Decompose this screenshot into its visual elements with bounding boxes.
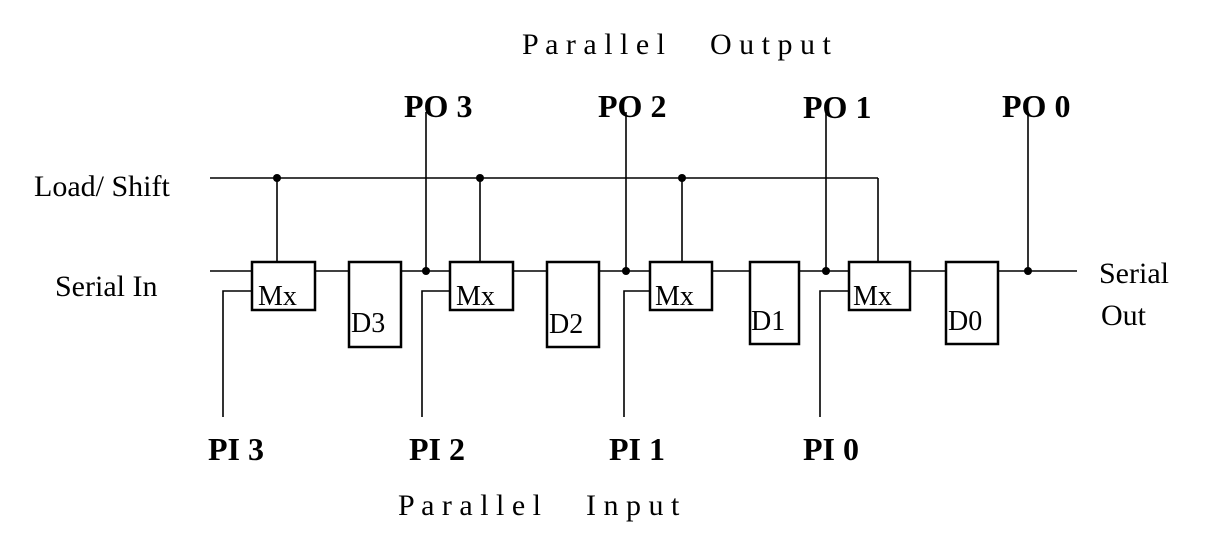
po0-junction bbox=[1024, 267, 1032, 275]
po3-label: PO 3 bbox=[404, 88, 472, 124]
mux-label: Mx bbox=[258, 281, 297, 312]
flipflop-label: D1 bbox=[751, 306, 785, 337]
pi0-label: PI 0 bbox=[803, 431, 859, 467]
serial-in-label: Serial In bbox=[55, 270, 157, 303]
load-shift-label: Load/ Shift bbox=[34, 170, 170, 203]
pi1-label: PI 1 bbox=[609, 431, 665, 467]
load-shift-junction bbox=[678, 174, 686, 182]
flipflop-d1: D1 bbox=[748, 260, 801, 346]
flipflop-label: D3 bbox=[351, 308, 385, 339]
po3-junction bbox=[422, 267, 430, 275]
pi0-wire bbox=[819, 290, 849, 417]
serial-out-label-line2: Out bbox=[1101, 299, 1147, 332]
po1-label: PO 1 bbox=[803, 89, 871, 125]
pi2-wire bbox=[421, 290, 450, 417]
flipflop-d2: D2 bbox=[545, 260, 601, 349]
pi1-wire bbox=[623, 290, 650, 417]
mux-3: Mx bbox=[250, 260, 317, 312]
flipflop-d3: D3 bbox=[347, 260, 403, 349]
mux-label: Mx bbox=[456, 281, 495, 312]
parallel-input-heading: P a r a l l e l I n p u t bbox=[398, 489, 680, 522]
pi3-label: PI 3 bbox=[208, 431, 264, 467]
flipflop-label: D0 bbox=[948, 306, 982, 337]
pi2-label: PI 2 bbox=[409, 431, 465, 467]
po2-label: PO 2 bbox=[598, 88, 666, 124]
flipflop-label: D2 bbox=[549, 309, 583, 340]
mux-label: Mx bbox=[655, 281, 694, 312]
po1-junction bbox=[822, 267, 830, 275]
parallel-output-heading: P a r a l l e l O u t p u t bbox=[522, 28, 832, 61]
load-shift-junction bbox=[273, 174, 281, 182]
pi3-wire bbox=[222, 290, 252, 417]
mux-2: Mx bbox=[448, 260, 515, 312]
mux-label: Mx bbox=[853, 281, 892, 312]
po0-label: PO 0 bbox=[1002, 88, 1070, 124]
serial-out-label-line1: Serial bbox=[1099, 257, 1169, 290]
load-shift-junction bbox=[476, 174, 484, 182]
mux-0: Mx bbox=[847, 260, 912, 312]
flipflop-d0: D0 bbox=[944, 260, 1000, 346]
po2-junction bbox=[622, 267, 630, 275]
mux-1: Mx bbox=[648, 260, 714, 312]
